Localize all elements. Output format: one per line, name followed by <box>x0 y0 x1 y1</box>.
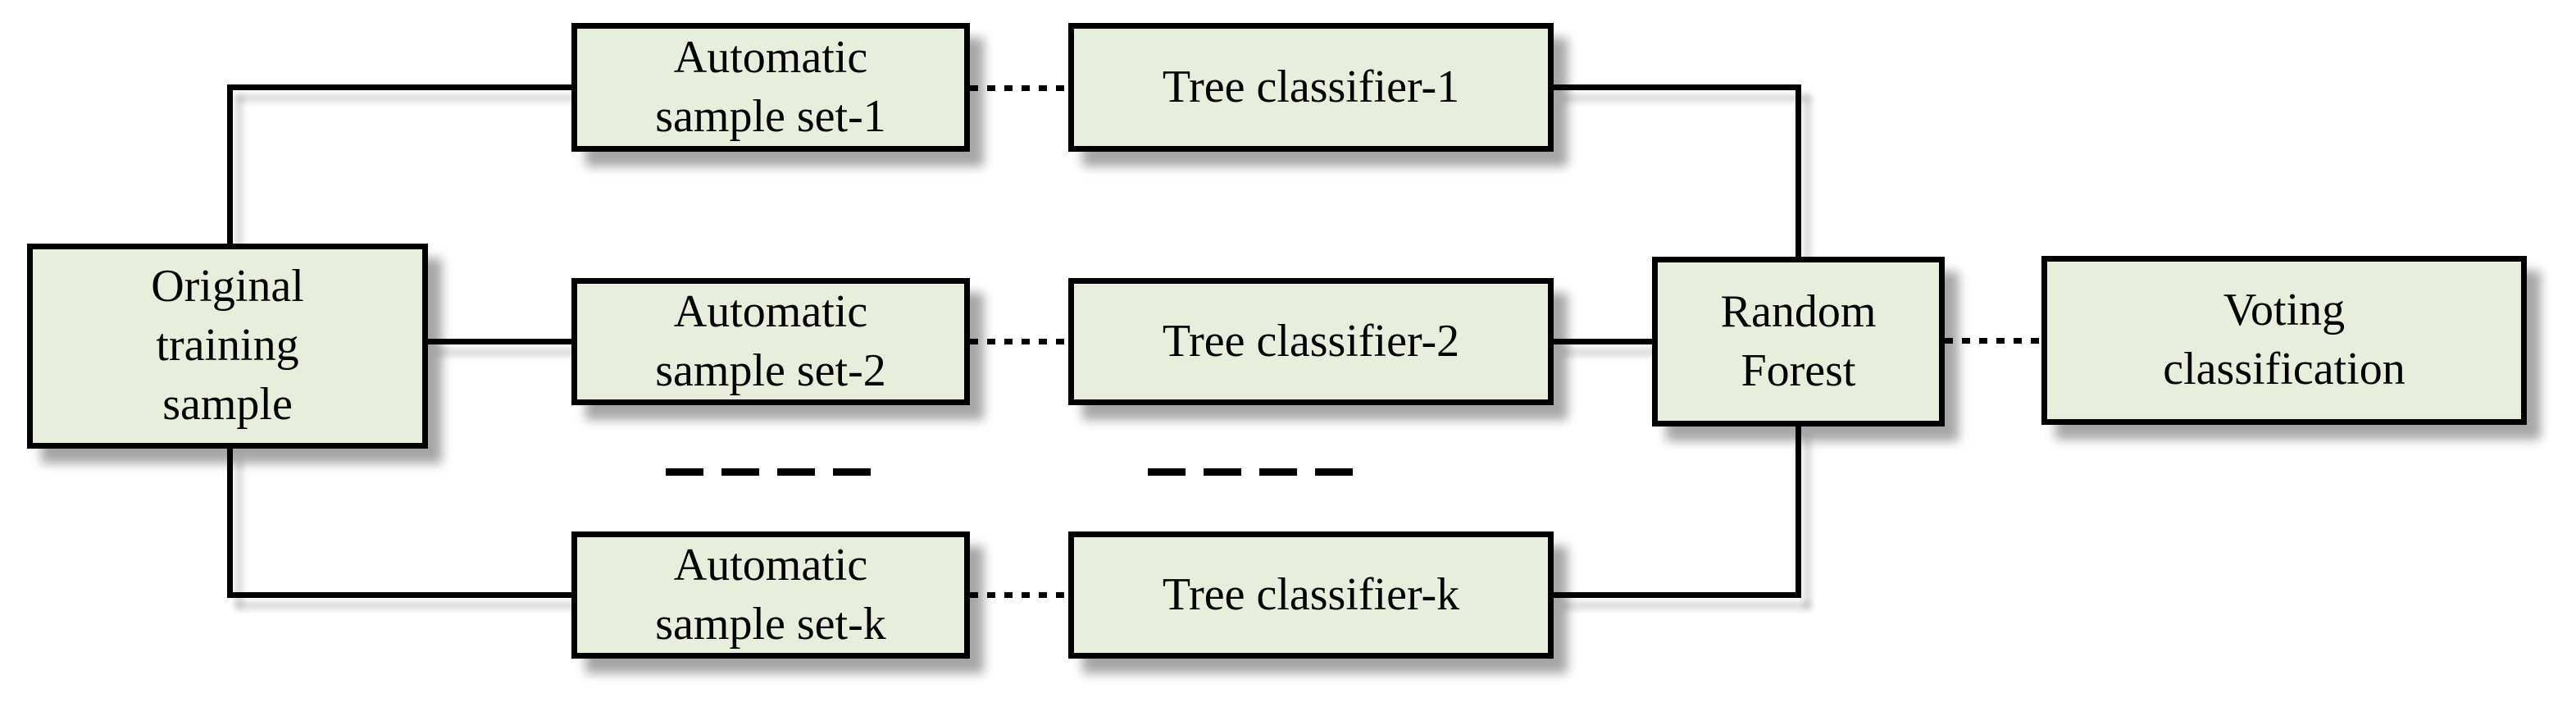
node-automatic-sample-set-2: Automatic sample set-2 <box>571 278 970 405</box>
node-voting-classification: Voting classification <box>2041 256 2527 425</box>
connector-tree1-to-forest-vertical <box>1795 84 1801 257</box>
dotted-connector-forest-to-voting <box>1945 338 2041 344</box>
row-ellipsis-tree-classifiers <box>1148 468 1353 476</box>
node-automatic-sample-set-1: Automatic sample set-1 <box>571 23 970 152</box>
row-ellipsis-sample-sets <box>666 468 871 476</box>
connector-tree2-to-forest <box>1554 339 1652 344</box>
connector-original-to-set1-vertical <box>227 84 233 244</box>
dotted-connector-setk-to-treek <box>970 592 1068 598</box>
node-tree-classifier-k: Tree classifier-k <box>1068 531 1554 659</box>
node-original-training-sample: Original training sample <box>27 244 428 449</box>
connector-original-to-set2 <box>428 339 571 344</box>
connector-original-to-setk-vertical <box>227 449 233 598</box>
node-tree-classifier-2: Tree classifier-2 <box>1068 278 1554 405</box>
connector-treek-to-forest-horizontal <box>1554 592 1801 598</box>
connector-original-to-setk-horizontal <box>227 592 571 598</box>
connector-original-to-set1-horizontal <box>227 84 571 90</box>
connector-tree1-to-forest-horizontal <box>1554 84 1801 90</box>
dotted-connector-set1-to-tree1 <box>970 85 1068 91</box>
node-random-forest: Random Forest <box>1652 257 1945 426</box>
node-automatic-sample-set-k: Automatic sample set-k <box>571 531 970 659</box>
connector-treek-to-forest-vertical <box>1795 426 1801 598</box>
dotted-connector-set2-to-tree2 <box>970 339 1068 344</box>
node-tree-classifier-1: Tree classifier-1 <box>1068 23 1554 152</box>
